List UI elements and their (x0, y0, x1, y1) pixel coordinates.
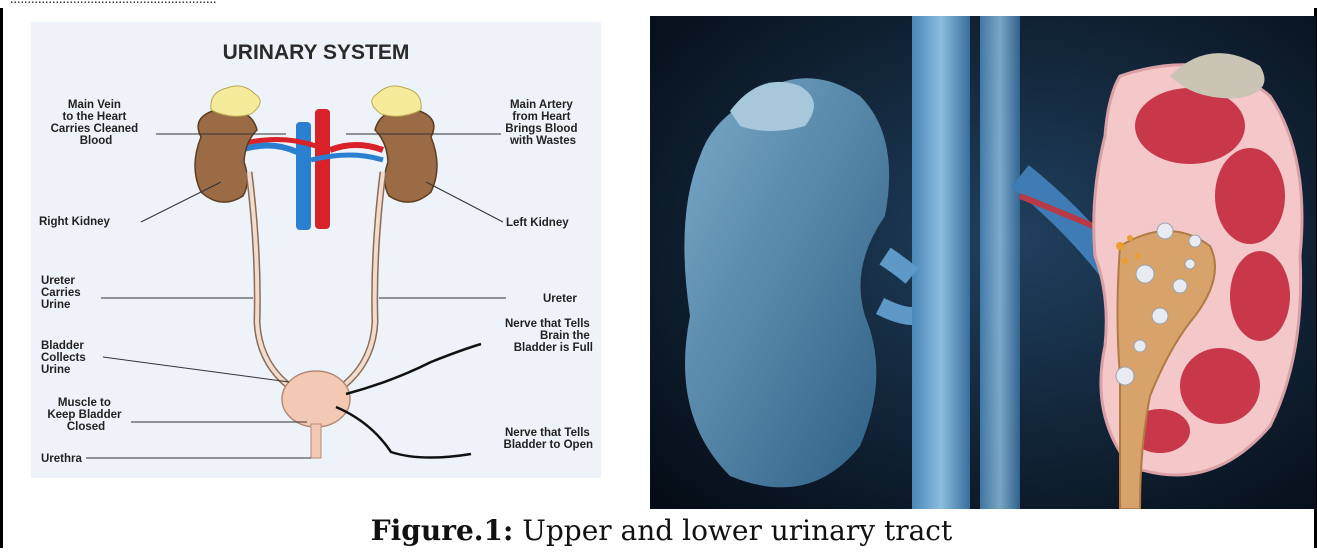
urinary-system-diagram: URINARY SYSTEM (31, 22, 601, 478)
aorta-vessel (980, 16, 1020, 509)
left-adrenal-gland (372, 86, 421, 116)
vena-cava (296, 122, 311, 230)
ureter-left (343, 172, 383, 386)
renal-pyramid-4 (1180, 348, 1260, 424)
diagram-title: URINARY SYSTEM (223, 41, 410, 64)
urinary-diagram-svg: URINARY SYSTEM (31, 22, 601, 478)
figure-caption: Figure.1: Upper and lower urinary tract (3, 510, 1317, 552)
label-main-vein: Main Vein to the Heart Carries Cleaned B… (51, 99, 142, 147)
label-nerve-full: Nerve that Tells Brain the Bladder is Fu… (505, 318, 593, 354)
label-main-artery: Main Artery from Heart Brings Blood with… (505, 99, 580, 147)
right-adrenal-gland (211, 86, 260, 116)
label-urethra: Urethra (41, 453, 83, 465)
label-muscle: Muscle to Keep Bladder Closed (47, 397, 124, 433)
figure-frame: URINARY SYSTEM (0, 8, 1317, 548)
renal-vein-right (241, 145, 297, 152)
kidney-illustration (650, 16, 1316, 509)
bladder (282, 371, 350, 427)
label-bladder: Bladder Collects Urine (41, 340, 89, 376)
renal-pyramid-2 (1215, 148, 1285, 244)
aorta (315, 109, 330, 229)
renal-pyramid-1 (1135, 88, 1245, 164)
caption-label: Figure.1: (371, 514, 514, 547)
renal-vein-left (311, 155, 383, 160)
vena-cava-vessel (912, 16, 970, 509)
blue-kidney (684, 78, 889, 487)
kidney-illustration-svg (650, 16, 1316, 509)
top-strip-text: ........................................… (10, 0, 217, 8)
ureter-right (249, 172, 289, 386)
renal-artery-left (330, 145, 383, 150)
label-ureter-right: Ureter (543, 293, 577, 305)
renal-pyramid-3 (1230, 251, 1290, 341)
urethra (311, 424, 321, 458)
nerve-open (336, 407, 471, 458)
caption-text: Upper and lower urinary tract (513, 514, 952, 547)
top-text-strip: ........................................… (0, 0, 1317, 8)
label-left-kidney: Left Kidney (506, 217, 569, 229)
label-right-kidney: Right Kidney (39, 216, 111, 228)
label-nerve-open: Nerve that Tells Bladder to Open (504, 427, 593, 451)
label-ureter-left: Ureter Carries Urine (41, 275, 84, 311)
